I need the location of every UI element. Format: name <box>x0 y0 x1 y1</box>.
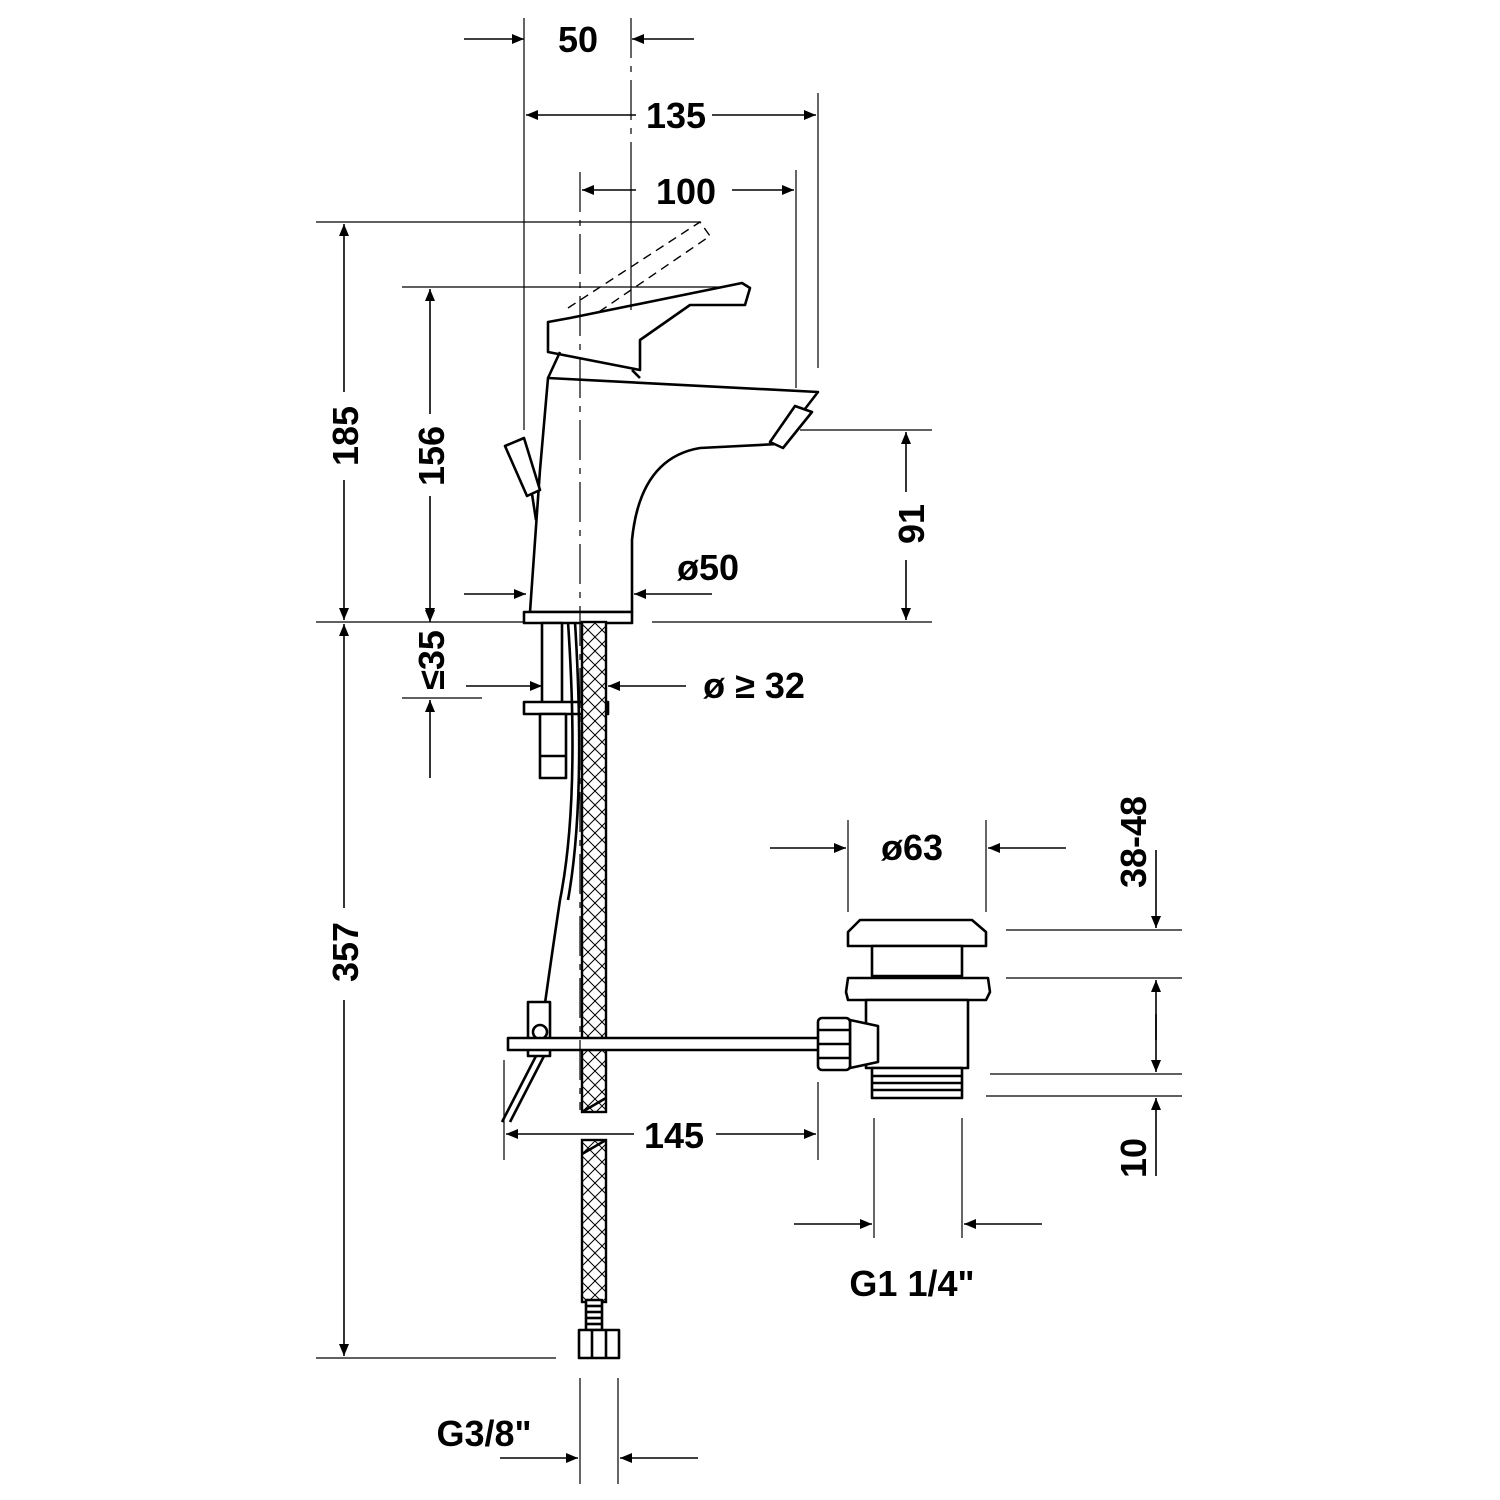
dim-waste-diameter: ø63 <box>881 827 943 868</box>
dim-waste-thread: G1 1/4" <box>849 1263 974 1304</box>
extension-lines <box>316 18 1182 1484</box>
dim-hole-diameter: ø ≥ 32 <box>703 665 805 706</box>
dim-hose-length: 357 <box>325 922 366 982</box>
dim-hose-thread: G3/8" <box>436 1413 531 1454</box>
supply-hose-upper <box>580 620 608 1114</box>
waste-assembly <box>816 918 992 1100</box>
dim-popup-rod: 145 <box>644 1115 704 1156</box>
dim-thread-length: 10 <box>1113 1138 1154 1178</box>
dimension-arrows <box>339 34 1161 1463</box>
dim-outlet-height: 91 <box>891 504 932 544</box>
aerator <box>768 404 814 450</box>
linkage-rod <box>506 1036 822 1052</box>
waste-flange <box>844 976 992 1002</box>
supply-hose-lower <box>580 1138 608 1304</box>
dim-total-depth: 135 <box>646 95 706 136</box>
popup-knob <box>503 436 542 498</box>
lever-open-outline <box>567 221 711 319</box>
dimension-labels: 50 135 100 185 156 91 ø50 ≤35 ø ≥ 32 357… <box>325 19 1154 1454</box>
faucet <box>500 221 822 1360</box>
hose-connector <box>584 1298 604 1332</box>
dim-spout-reach: 100 <box>656 171 716 212</box>
base-flange <box>522 610 634 625</box>
dim-basin-thickness: 38-48 <box>1113 796 1154 888</box>
popup-rod <box>538 621 574 1041</box>
dim-spout-height: 156 <box>411 426 452 486</box>
waste-side-port <box>848 1018 880 1070</box>
waste-body <box>864 998 970 1070</box>
waste-cap <box>846 918 988 948</box>
dim-deck-thickness: ≤35 <box>411 630 452 690</box>
fixing-nut <box>538 712 568 780</box>
hose-nut <box>577 1328 621 1360</box>
dim-body-diameter: ø50 <box>677 547 739 588</box>
lever-handle <box>546 281 752 372</box>
faucet-body <box>528 376 820 614</box>
lever-stem <box>546 351 641 379</box>
fixing-rod <box>540 621 564 705</box>
dim-spout-base-width: 50 <box>558 19 598 60</box>
dim-total-height: 185 <box>325 406 366 466</box>
